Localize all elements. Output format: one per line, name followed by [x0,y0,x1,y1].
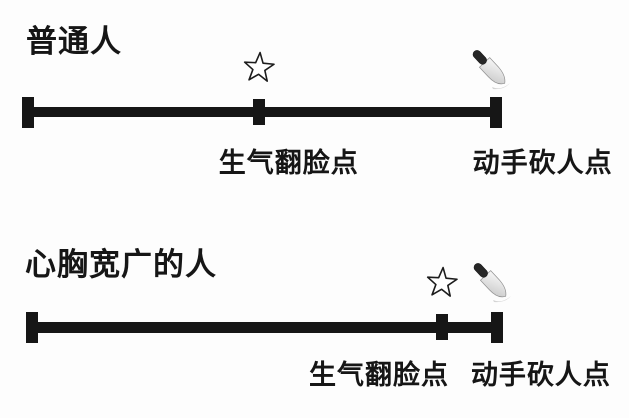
scale-end-cap [491,312,503,343]
anger-point-label: 生气翻脸点 [308,360,449,391]
tolerance-scale-ordinary: 生气翻脸点 动手砍人点 [22,50,612,179]
row-title-ordinary-person: 普通人 [26,24,122,60]
scale-start-cap [22,97,34,128]
kitchen-knife-icon [467,258,515,306]
anger-point-tick [252,99,265,125]
kitchen-knife-icon [466,45,514,93]
anger-point-label: 生气翻脸点 [218,148,359,179]
scale-start-cap [26,312,38,343]
row-title-broad-minded-person: 心胸宽广的人 [25,247,217,283]
white-star-icon [425,266,459,300]
attack-point-label: 动手砍人点 [470,360,611,391]
tolerance-scale-broad-minded: 生气翻脸点 动手砍人点 [26,263,610,391]
white-star-icon [242,51,276,85]
scale-end-cap [490,97,502,128]
scale-line [27,322,502,333]
anger-point-tick [435,314,448,340]
attack-point-label: 动手砍人点 [472,148,613,179]
